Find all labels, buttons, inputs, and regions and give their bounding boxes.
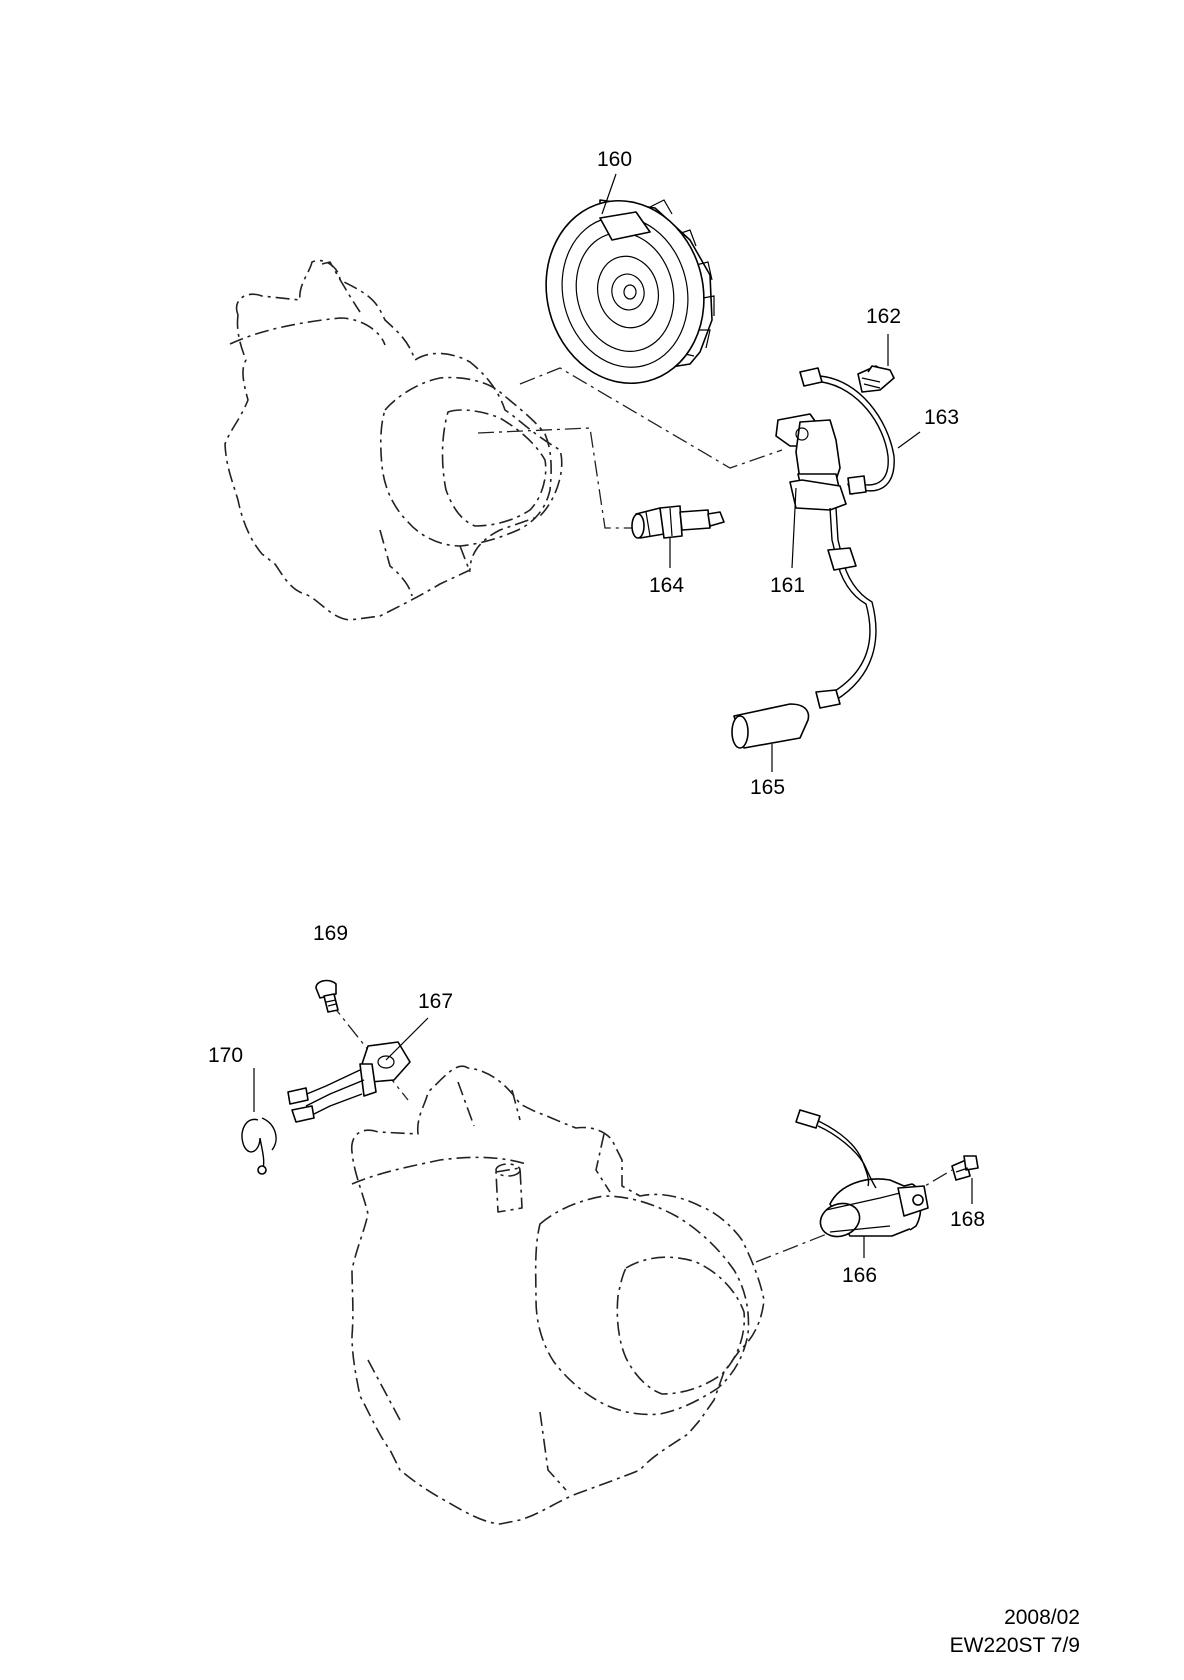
callout-166: 166: [842, 1264, 877, 1287]
solenoid: [795, 1109, 929, 1258]
callout-167: 167: [418, 990, 453, 1013]
spark-plug: [631, 505, 725, 568]
bracket-167: [287, 1017, 429, 1123]
flywheel: [545, 173, 715, 385]
lead-wire: [799, 367, 921, 495]
screw-169: [315, 979, 339, 1013]
engine-collar: [495, 1163, 523, 1213]
wire-clip-170: [241, 1068, 277, 1175]
callout-164: 164: [649, 574, 684, 597]
lead-line-flywheel: [519, 367, 783, 469]
callout-170: 170: [208, 1044, 243, 1067]
callout-169: 169: [313, 922, 348, 945]
bolt-168: [951, 1155, 979, 1204]
footer-date: 2008/02: [1004, 1606, 1080, 1629]
lead-line-solenoid: [755, 1231, 833, 1263]
footer-page-id: EW220ST 7/9: [949, 1634, 1080, 1657]
engine-ghost-lower: [351, 1065, 765, 1525]
callout-165: 165: [750, 776, 785, 799]
callout-160: 160: [597, 148, 632, 171]
callout-162: 162: [866, 305, 901, 328]
lead-line-spark-plug: [477, 427, 638, 529]
callout-168: 168: [950, 1208, 985, 1231]
bolt-small: [857, 334, 895, 393]
plug-cap-and-cable: [731, 547, 877, 772]
callout-163: 163: [924, 406, 959, 429]
callout-161: 161: [770, 574, 805, 597]
engine-ghost-upper: [224, 259, 563, 621]
